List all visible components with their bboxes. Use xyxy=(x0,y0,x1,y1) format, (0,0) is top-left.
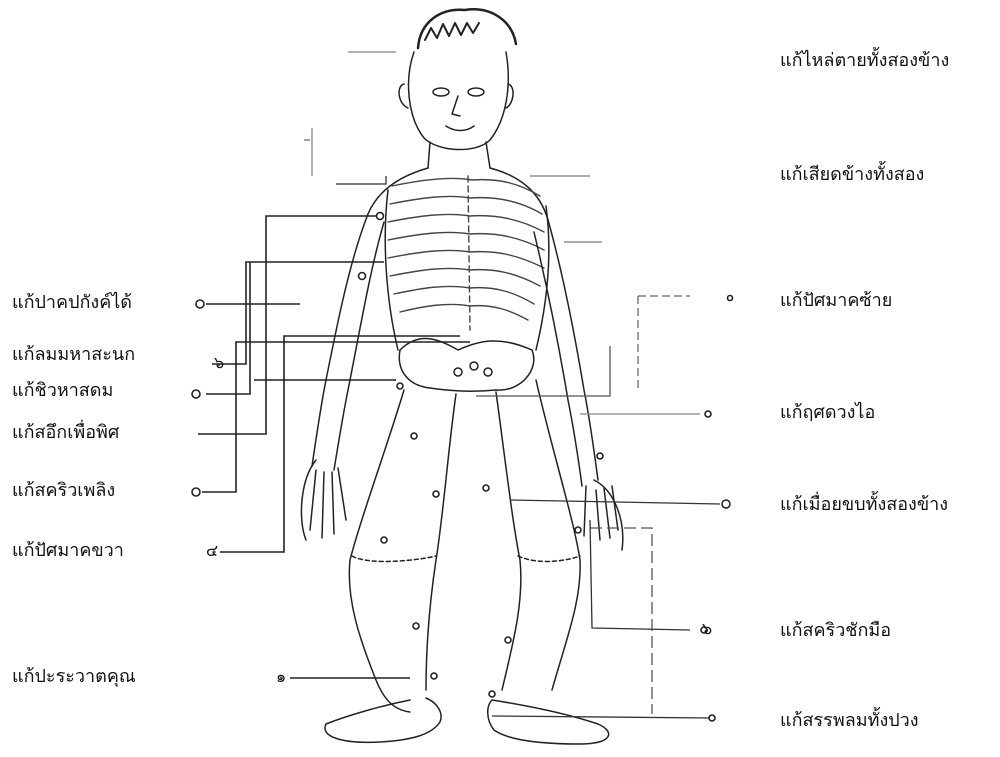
marker-numeral: ๖ xyxy=(702,618,712,640)
label-left-7: แก้ปะระวาตคุณ xyxy=(12,666,136,688)
hair xyxy=(418,9,516,48)
pelvis xyxy=(399,338,533,391)
foot-right xyxy=(488,700,609,744)
head-outline xyxy=(409,52,509,150)
label-left-3: แก้ชิวหาสดม xyxy=(12,380,113,402)
foot-left xyxy=(325,698,441,742)
label-right-5: แก้เมื่อยขบทั้งสองข้าง xyxy=(780,494,948,516)
label-left-6: แก้ปัศมาคขวา xyxy=(12,540,124,562)
label-right-7: แก้สรรพลมทั้งปวง xyxy=(780,710,919,732)
label-left-4: แก้สอึกเพื่อพิศ xyxy=(12,422,119,444)
connector-lines-right xyxy=(312,52,720,718)
connector-lines-left xyxy=(198,140,470,678)
label-right-6: แก้สคริวชักมือ xyxy=(780,620,891,642)
rib-cage xyxy=(388,176,544,330)
marker-numeral: ๑ xyxy=(276,666,286,688)
label-left-5: แก้สคริวเพลิง xyxy=(12,480,115,502)
marker-numeral: ๔ xyxy=(206,540,218,562)
leg-right xyxy=(496,392,521,690)
marker-numeral: ๖ xyxy=(214,352,224,374)
arm-right xyxy=(548,220,598,480)
arm-left xyxy=(312,214,368,466)
label-left-1: แก้ปาคปกังค์ได้ xyxy=(12,292,132,314)
label-right-4: แก้ฤศดวงไอ xyxy=(780,402,875,424)
label-left-2: แก้ลมมหาสะนก xyxy=(12,344,135,366)
label-right-1: แก้ไหล่ตายทั้งสองข้าง xyxy=(780,50,949,72)
shoulder-left xyxy=(368,168,428,214)
leg-left xyxy=(349,390,410,712)
label-right-2: แก้เสียดข้างทั้งสอง xyxy=(780,164,924,186)
label-right-3: แก้ปัศมาคซ้าย xyxy=(780,290,892,312)
